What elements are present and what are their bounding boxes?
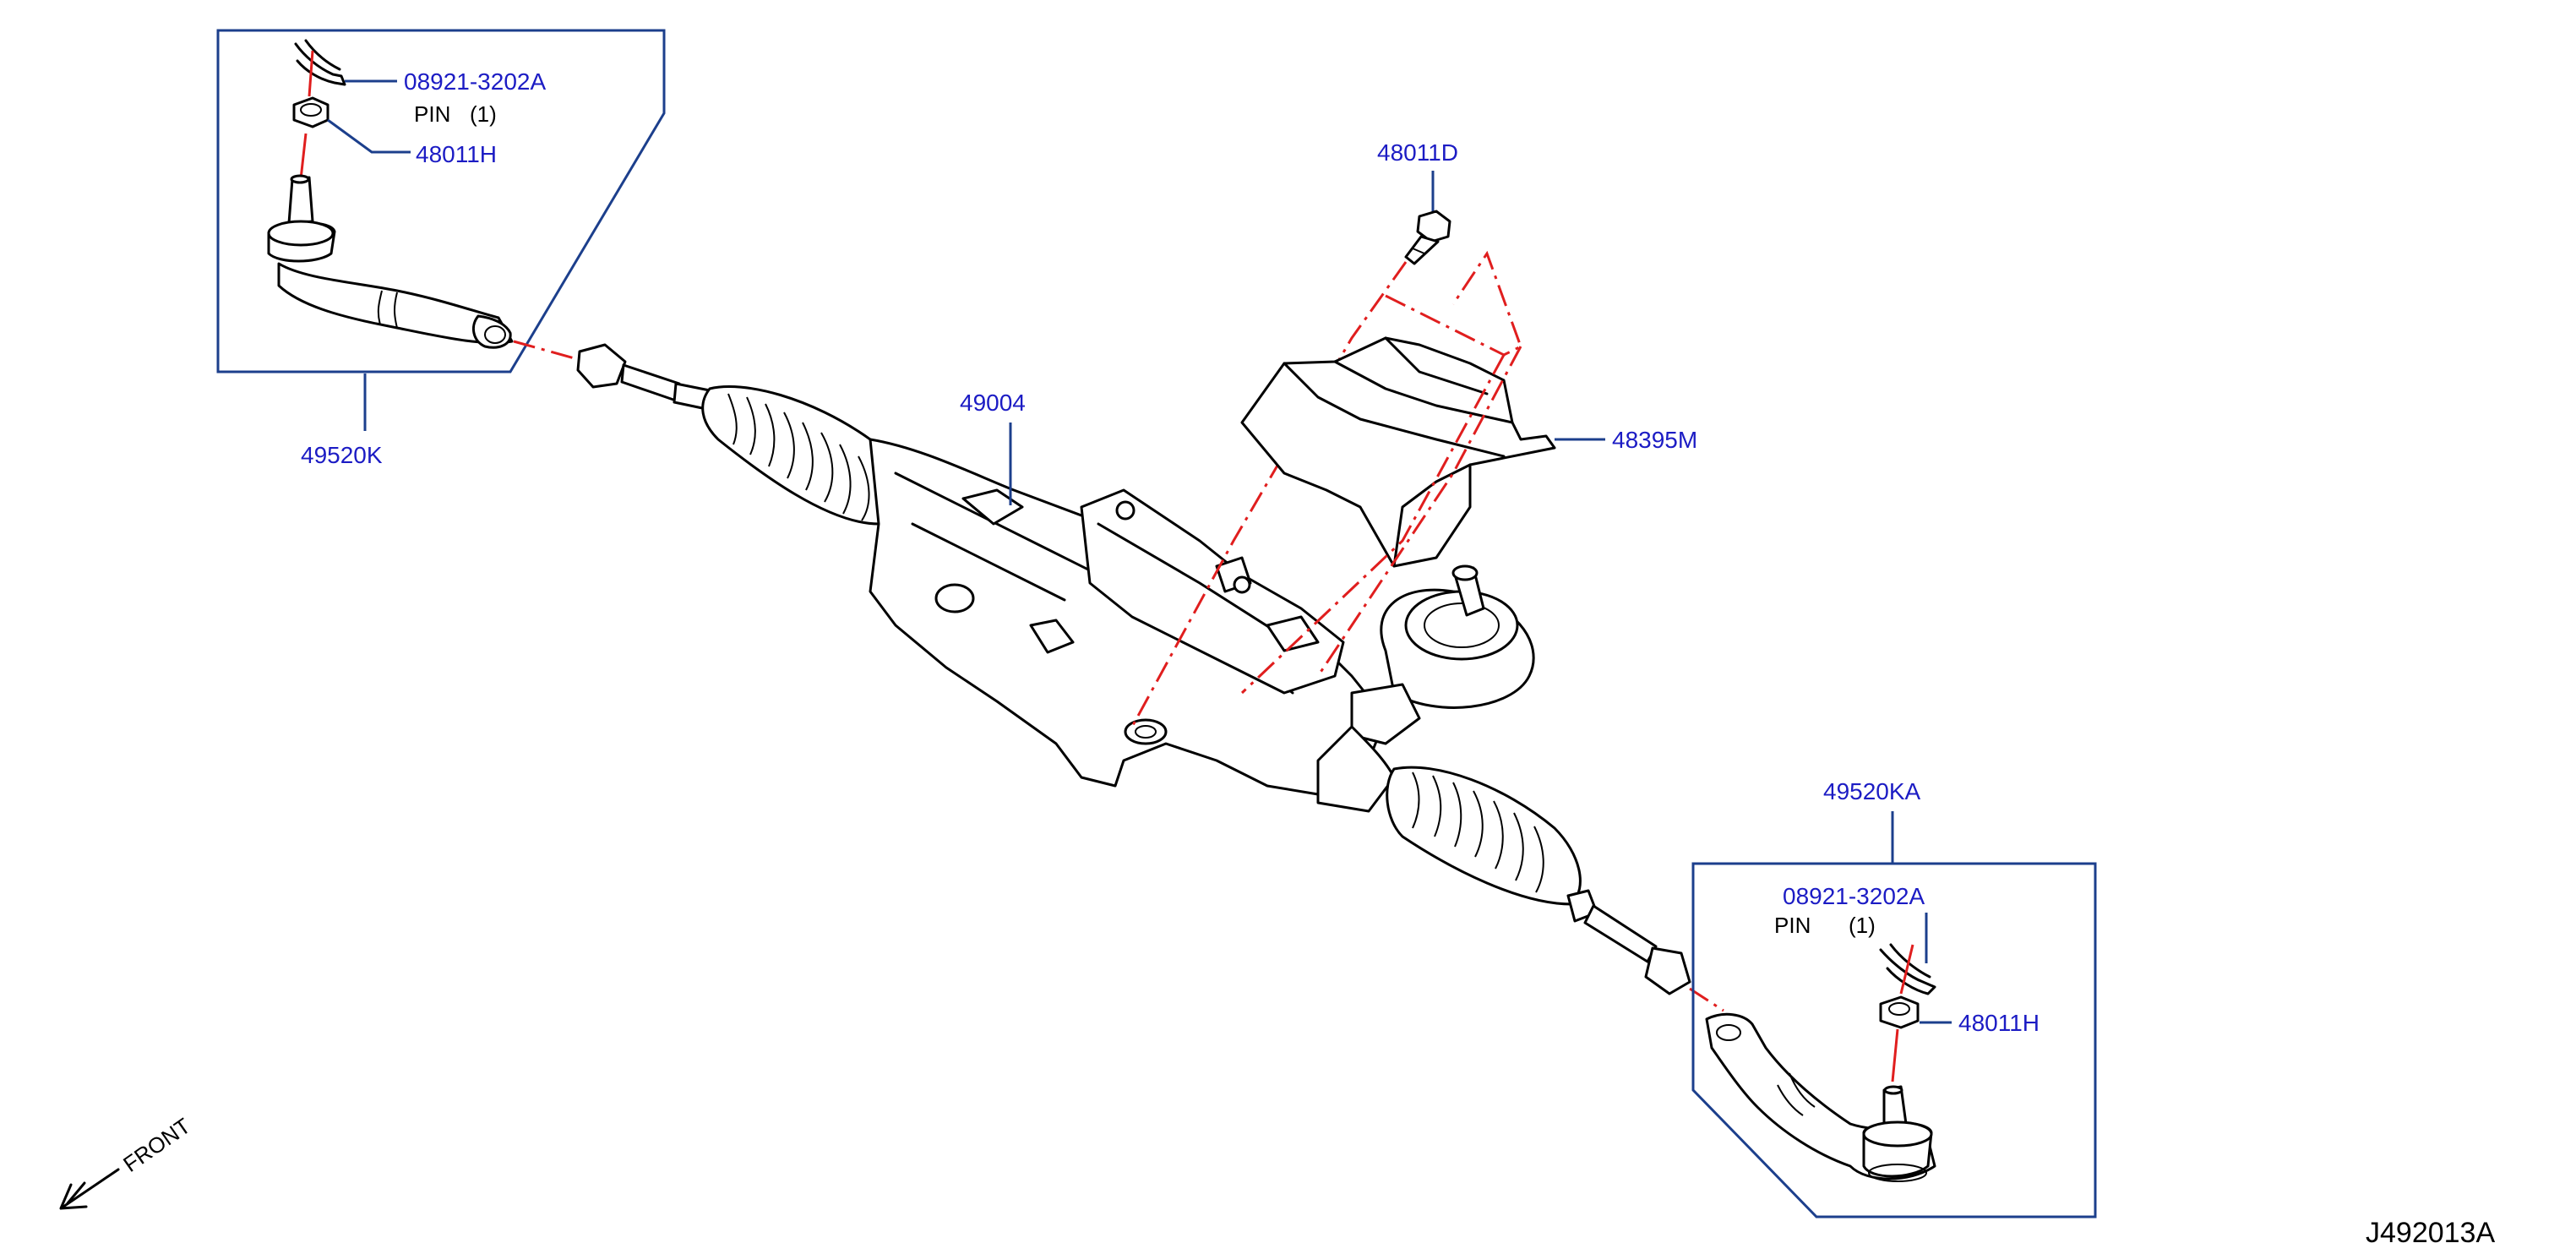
bolt-icon bbox=[1404, 210, 1451, 265]
callout-tie-rod-end-right: 49520KA bbox=[1823, 778, 1921, 804]
tie-rod-end-right bbox=[1705, 1012, 1936, 1182]
callout-nut-right: 48011H bbox=[1958, 1010, 2040, 1036]
callout-bolt: 48011D bbox=[1377, 139, 1458, 166]
callout-pin-right: 08921-3202A bbox=[1783, 883, 1925, 909]
front-label: FRONT bbox=[118, 1113, 195, 1177]
callout-tie-rod-end-left: 49520K bbox=[301, 442, 383, 468]
callout-rack-assembly: 49004 bbox=[960, 390, 1026, 416]
steering-gear-rack bbox=[576, 343, 1691, 995]
detail-box-right bbox=[1691, 862, 2097, 1219]
pin-note-qty-right: (1) bbox=[1849, 913, 1876, 938]
front-arrow-icon bbox=[59, 1168, 120, 1210]
castle-nut-icon-left bbox=[292, 96, 329, 128]
castle-nut-icon-right bbox=[1879, 995, 1920, 1029]
pin-note-qty-left: (1) bbox=[470, 101, 497, 127]
callout-heat-insulator: 48395M bbox=[1612, 427, 1697, 453]
tie-rod-end-left bbox=[267, 174, 514, 349]
heat-insulator bbox=[1240, 336, 1556, 568]
pin-note-label-left: PIN bbox=[414, 101, 450, 127]
figure-id: J492013A bbox=[2366, 1217, 2495, 1249]
detail-box-left bbox=[216, 29, 666, 373]
pin-note-label-right: PIN bbox=[1774, 913, 1811, 938]
cotter-pin-icon-left bbox=[294, 39, 346, 86]
callout-pin-left: 08921-3202A bbox=[404, 68, 546, 95]
callout-nut-left: 48011H bbox=[416, 141, 497, 167]
